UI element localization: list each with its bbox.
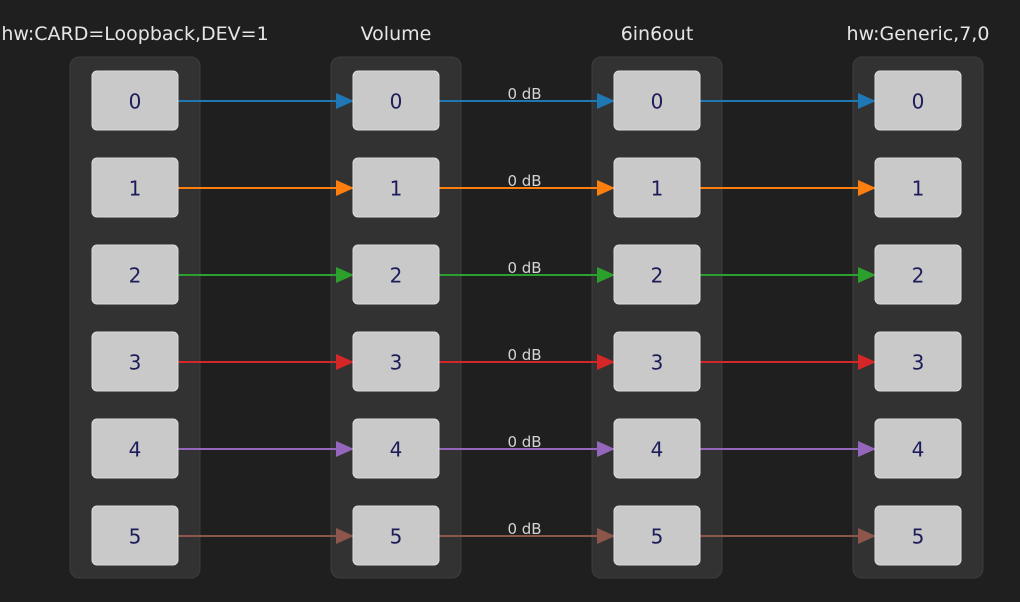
- port-node-box: [613, 157, 701, 218]
- gain-label: 0 dB: [507, 172, 541, 190]
- port-node-label: 4: [651, 438, 664, 462]
- port-node[interactable]: 2: [613, 244, 701, 305]
- port-node-label: 1: [129, 177, 142, 201]
- port-node-box: [613, 331, 701, 392]
- port-node[interactable]: 1: [352, 157, 440, 218]
- port-node-box: [91, 418, 179, 479]
- port-node-box: [613, 505, 701, 566]
- column-panel-0: [69, 56, 201, 579]
- port-node-box: [352, 157, 440, 218]
- port-node-label: 0: [129, 90, 142, 114]
- port-node[interactable]: 2: [91, 244, 179, 305]
- port-node[interactable]: 1: [91, 157, 179, 218]
- port-node[interactable]: 3: [613, 331, 701, 392]
- port-node-label: 3: [129, 351, 142, 375]
- port-node-box: [91, 157, 179, 218]
- port-node[interactable]: 3: [352, 331, 440, 392]
- port-node-box: [874, 244, 962, 305]
- port-node[interactable]: 1: [613, 157, 701, 218]
- gain-label: 0 dB: [507, 520, 541, 538]
- port-node-box: [352, 418, 440, 479]
- port-node[interactable]: 4: [352, 418, 440, 479]
- port-node-box: [874, 505, 962, 566]
- port-node[interactable]: 0: [352, 70, 440, 131]
- column-title: Volume: [361, 23, 432, 45]
- port-node-box: [352, 70, 440, 131]
- port-node-label: 4: [129, 438, 142, 462]
- port-node-box: [613, 70, 701, 131]
- gain-label: 0 dB: [507, 85, 541, 103]
- port-node-label: 4: [390, 438, 403, 462]
- port-node-box: [874, 70, 962, 131]
- port-node-label: 0: [651, 90, 664, 114]
- port-node[interactable]: 5: [613, 505, 701, 566]
- port-node-label: 2: [390, 264, 403, 288]
- port-node-box: [91, 505, 179, 566]
- column-panel-3: [852, 56, 984, 579]
- port-node-label: 2: [129, 264, 142, 288]
- port-node-label: 1: [390, 177, 403, 201]
- port-node-box: [352, 331, 440, 392]
- port-node-box: [352, 244, 440, 305]
- gain-label: 0 dB: [507, 433, 541, 451]
- port-node-label: 5: [912, 525, 925, 549]
- port-node[interactable]: 5: [352, 505, 440, 566]
- gain-label: 0 dB: [507, 259, 541, 277]
- port-node[interactable]: 0: [613, 70, 701, 131]
- port-node-label: 2: [912, 264, 925, 288]
- column-panel-2: [591, 56, 723, 579]
- port-node-label: 0: [390, 90, 403, 114]
- port-node[interactable]: 0: [874, 70, 962, 131]
- gain-label: 0 dB: [507, 346, 541, 364]
- port-node-label: 3: [651, 351, 664, 375]
- column-title: hw:CARD=Loopback,DEV=1: [1, 23, 268, 45]
- port-node-label: 1: [651, 177, 664, 201]
- port-node[interactable]: 5: [874, 505, 962, 566]
- port-node-box: [874, 157, 962, 218]
- port-node[interactable]: 4: [874, 418, 962, 479]
- port-node-box: [352, 505, 440, 566]
- port-node-label: 2: [651, 264, 664, 288]
- port-node-label: 1: [912, 177, 925, 201]
- port-node-label: 0: [912, 90, 925, 114]
- column-title: hw:Generic,7,0: [847, 23, 990, 45]
- port-node[interactable]: 4: [91, 418, 179, 479]
- port-node-box: [613, 418, 701, 479]
- port-node[interactable]: 2: [352, 244, 440, 305]
- port-node-box: [91, 331, 179, 392]
- port-node-box: [91, 70, 179, 131]
- port-node[interactable]: 2: [874, 244, 962, 305]
- column-panel-1: [330, 56, 462, 579]
- port-node-label: 5: [129, 525, 142, 549]
- port-node[interactable]: 5: [91, 505, 179, 566]
- port-node-box: [874, 418, 962, 479]
- port-node-box: [91, 244, 179, 305]
- port-node[interactable]: 3: [874, 331, 962, 392]
- port-node-label: 5: [390, 525, 403, 549]
- port-node-label: 3: [390, 351, 403, 375]
- port-node-label: 4: [912, 438, 925, 462]
- port-node[interactable]: 0: [91, 70, 179, 131]
- port-node[interactable]: 4: [613, 418, 701, 479]
- port-node[interactable]: 1: [874, 157, 962, 218]
- port-node-box: [613, 244, 701, 305]
- column-title: 6in6out: [621, 23, 694, 45]
- port-node-label: 5: [651, 525, 664, 549]
- port-node-box: [874, 331, 962, 392]
- port-node-label: 3: [912, 351, 925, 375]
- port-node[interactable]: 3: [91, 331, 179, 392]
